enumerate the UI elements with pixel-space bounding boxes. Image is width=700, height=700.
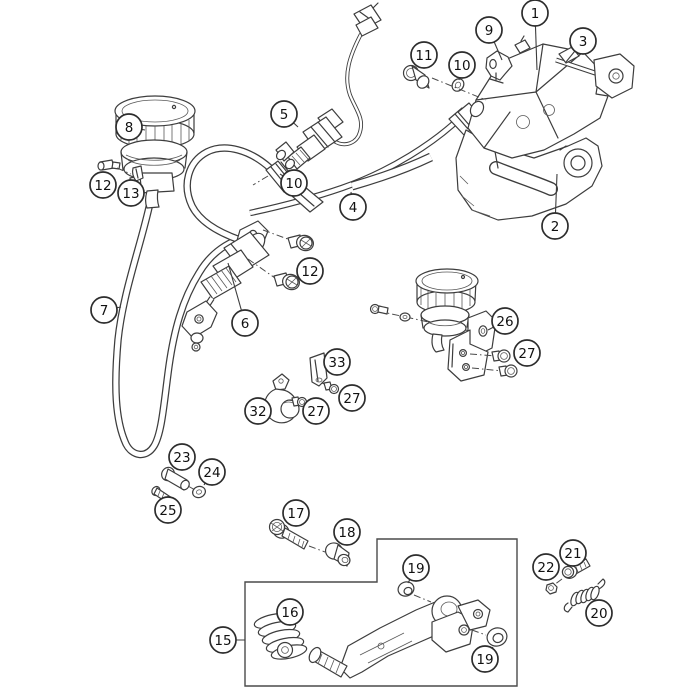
- callout-balloon-3[interactable]: [569, 27, 597, 55]
- cap-part11: [402, 64, 430, 89]
- spring-part16: [253, 612, 308, 660]
- callout-19-28[interactable]: 19: [402, 554, 430, 584]
- callout-12-14[interactable]: 12: [296, 257, 324, 285]
- reservoir-hose-part7: [112, 202, 244, 459]
- callout-27-18[interactable]: 27: [338, 384, 366, 412]
- detail-box: [244, 538, 518, 687]
- spring-part20: [563, 578, 606, 613]
- callout-balloon-27[interactable]: [302, 397, 330, 425]
- callout-17-24[interactable]: 17: [282, 499, 310, 527]
- callout-22-31[interactable]: 22: [532, 553, 560, 581]
- callout-balloon-23[interactable]: [168, 443, 196, 471]
- bolt-part27-a: [491, 349, 511, 363]
- bolt-part27-b: [498, 364, 518, 378]
- callout-balloon-10[interactable]: [448, 51, 476, 79]
- callout-7-12[interactable]: 7: [90, 296, 122, 324]
- callout-balloon-2[interactable]: [541, 212, 569, 240]
- callout-balloon-26[interactable]: [491, 307, 519, 335]
- screw-part12-left: [97, 159, 121, 171]
- callout-27-16[interactable]: 27: [513, 339, 541, 367]
- callout-balloon-22[interactable]: [532, 553, 560, 581]
- callout-balloon-5[interactable]: [270, 100, 298, 128]
- callout-16-27[interactable]: 16: [276, 598, 304, 626]
- callout-balloon-1[interactable]: [521, 0, 549, 27]
- pad-pin-part3: [555, 46, 635, 99]
- callout-balloon-10[interactable]: [280, 169, 308, 197]
- callout-12-7[interactable]: 12: [89, 171, 117, 199]
- callout-balloon-12[interactable]: [89, 171, 117, 199]
- callout-18-25[interactable]: 18: [333, 518, 361, 546]
- callout-4-11[interactable]: 4: [339, 191, 367, 221]
- callout-13-8[interactable]: 13: [117, 179, 145, 207]
- callout-20-32[interactable]: 20: [585, 599, 613, 627]
- callout-balloon-7[interactable]: [90, 296, 118, 324]
- callout-21-30[interactable]: 21: [559, 539, 587, 567]
- callout-balloon-13[interactable]: [117, 179, 145, 207]
- callout-balloon-32[interactable]: [244, 397, 272, 425]
- callout-balloon-11[interactable]: [410, 41, 438, 69]
- bolt-part17: [268, 518, 326, 553]
- callout-balloon-21[interactable]: [559, 539, 587, 567]
- washer-part19-upper: [397, 581, 432, 603]
- plate-part33: [309, 352, 328, 387]
- callout-balloon-17[interactable]: [282, 499, 310, 527]
- clamp-part9: [485, 50, 513, 84]
- clip-part13: [132, 165, 144, 182]
- callout-balloon-27[interactable]: [338, 384, 366, 412]
- washer-part24: [192, 485, 206, 499]
- callout-balloon-33[interactable]: [323, 348, 351, 376]
- brake-line-part4: [183, 102, 482, 252]
- caliper-bracket-part2: [455, 129, 603, 221]
- bolt-part12-b: [273, 272, 300, 291]
- bolt-part21: [553, 558, 591, 586]
- callout-balloon-27[interactable]: [513, 339, 541, 367]
- callout-balloon-19[interactable]: [471, 645, 499, 673]
- bolt-part23: [161, 466, 198, 492]
- callout-11-3[interactable]: 11: [410, 41, 438, 69]
- rear-reservoir-part26: [369, 268, 504, 382]
- callout-5-9[interactable]: 5: [270, 100, 299, 128]
- brake-pedal: [308, 595, 491, 679]
- callout-balloon-20[interactable]: [585, 599, 613, 627]
- bolt-part27-c: [321, 381, 340, 395]
- callout-balloon-9[interactable]: [475, 16, 503, 44]
- callout-balloon-16[interactable]: [276, 598, 304, 626]
- callout-24-22[interactable]: 24: [198, 458, 226, 486]
- callout-15-26[interactable]: 15: [209, 626, 245, 654]
- callout-25-23[interactable]: 25: [154, 496, 182, 524]
- master-cylinder-part6: [181, 220, 270, 352]
- callout-balloon-24[interactable]: [198, 458, 226, 486]
- callout-balloon-12[interactable]: [296, 257, 324, 285]
- callout-balloon-6[interactable]: [231, 309, 259, 337]
- callout-balloon-25[interactable]: [154, 496, 182, 524]
- callout-balloon-8[interactable]: [115, 113, 143, 141]
- callout-19-29[interactable]: 19: [471, 645, 499, 673]
- callout-balloon-4[interactable]: [339, 193, 367, 221]
- bushing-part18: [324, 542, 351, 567]
- callout-balloon-15[interactable]: [209, 626, 237, 654]
- nut-part22: [545, 582, 558, 595]
- callout-23-21[interactable]: 23: [168, 443, 196, 471]
- seal-part10-upper: [451, 78, 465, 92]
- callout-33-17[interactable]: 33: [323, 348, 351, 376]
- washer-part19-lower: [471, 627, 508, 647]
- callout-32-19[interactable]: 32: [244, 397, 272, 425]
- callout-10-10[interactable]: 10: [279, 169, 308, 197]
- callout-10-4[interactable]: 10: [448, 51, 476, 81]
- bolt-part12-a: [287, 234, 314, 252]
- pressure-switch-part5: [284, 108, 344, 170]
- callout-27-20[interactable]: 27: [302, 397, 330, 425]
- pin-part10-lower: [275, 141, 295, 162]
- callout-balloon-19[interactable]: [402, 554, 430, 582]
- callout-balloon-18[interactable]: [333, 518, 361, 546]
